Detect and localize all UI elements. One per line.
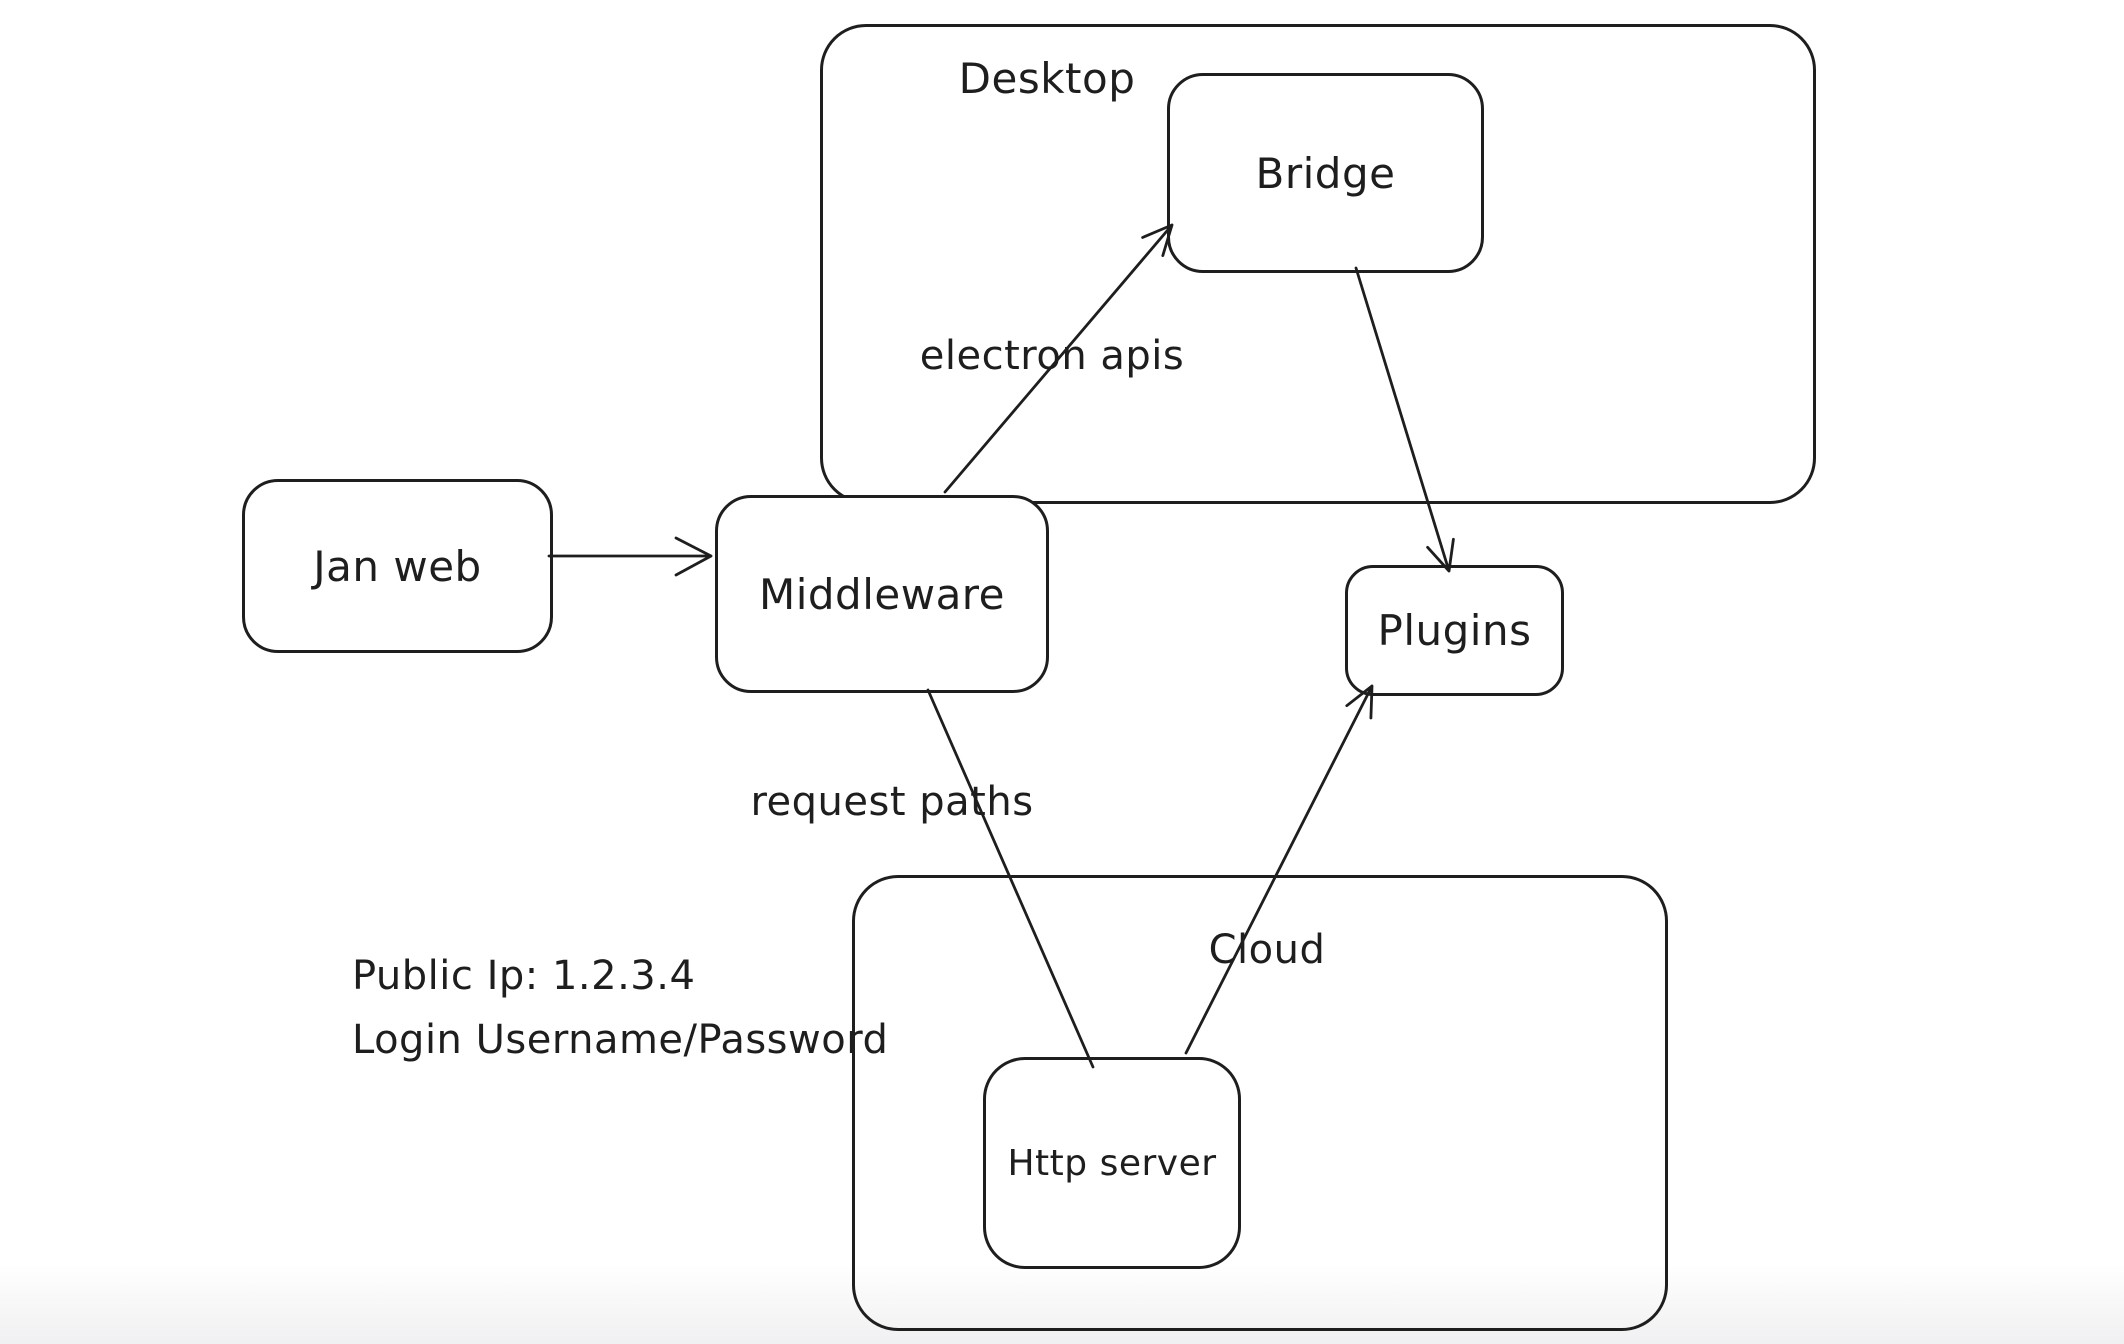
node-jan-web-label: Jan web bbox=[313, 541, 482, 591]
node-middleware-label: Middleware bbox=[758, 569, 1005, 619]
node-http-server-label: Http server bbox=[1007, 1142, 1217, 1184]
node-jan-web: Jan web bbox=[242, 479, 553, 653]
arrow-jan-web-to-middleware bbox=[547, 536, 713, 577]
node-bridge-label: Bridge bbox=[1255, 148, 1396, 198]
node-plugins: Plugins bbox=[1345, 565, 1564, 696]
cloud-container-label: Cloud bbox=[1208, 927, 1326, 973]
edge-label-request-paths: request paths bbox=[750, 779, 1034, 825]
desktop-container-frame bbox=[820, 24, 1816, 504]
annotation-block: Public Ip: 1.2.3.4 Login Username/Passwo… bbox=[352, 944, 888, 1072]
node-middleware: Middleware bbox=[715, 495, 1049, 693]
node-bridge: Bridge bbox=[1167, 73, 1484, 273]
edge-label-electron-apis: electron apis bbox=[919, 333, 1185, 379]
annotation-login: Login Username/Password bbox=[352, 1017, 889, 1063]
desktop-container-label: Desktop bbox=[958, 53, 1136, 103]
node-http-server: Http server bbox=[983, 1057, 1241, 1269]
annotation-public-ip: Public Ip: 1.2.3.4 bbox=[352, 953, 696, 999]
node-plugins-label: Plugins bbox=[1377, 606, 1532, 655]
